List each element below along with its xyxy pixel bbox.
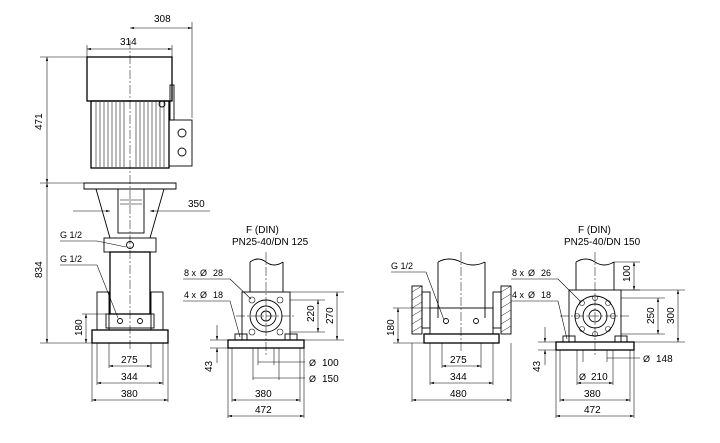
dn150-dim-250: 250: [646, 307, 657, 324]
side-dim-275: 275: [450, 355, 467, 366]
flange-view-dn125: F (DIN) PN25-40/DN 125 8 x Ø 28 4 x Ø 18…: [183, 225, 344, 418]
dn150-dim-148: 148: [656, 354, 673, 365]
side-dim-344: 344: [450, 372, 467, 383]
dn125-diameter-symbol-2: Ø: [200, 290, 207, 300]
side-label-g: G 1/2: [391, 261, 413, 271]
dn125-title-line2: PN25-40/DN 125: [232, 237, 309, 248]
motor-top-cover: [86, 56, 173, 102]
dn125-dim-472: 472: [255, 405, 272, 416]
dn150-dim-100: 100: [622, 265, 633, 282]
dn125-dim-100: 100: [322, 358, 339, 369]
motor-fins: [95, 102, 165, 167]
side-dim-180: 180: [386, 319, 397, 336]
dn125-pipe: [249, 262, 284, 292]
motor-flange: [83, 182, 177, 190]
dim-834: 834: [34, 261, 45, 278]
coupling-guard: [117, 188, 145, 234]
dn125-bolts-dia: 18: [213, 290, 223, 300]
label-g-top: G 1/2: [60, 230, 82, 240]
dn125-dim-220: 220: [306, 305, 317, 322]
dn150-holes-count: 8 x: [512, 268, 525, 278]
dn125-holes-dia: 28: [213, 268, 223, 278]
terminal-box: [168, 119, 193, 167]
dim-314: 314: [120, 37, 137, 48]
dn125-diameter-symbol-4: Ø: [309, 374, 316, 384]
inlet-flange: [96, 291, 110, 331]
dn125-dim-43: 43: [204, 360, 215, 372]
dn125-holes-count: 8 x: [184, 268, 197, 278]
dn125-dim-150: 150: [322, 374, 339, 385]
side-base: [423, 333, 500, 344]
dim-308: 308: [154, 14, 171, 25]
side-view: G 1/2 180 275 344 480: [386, 252, 512, 402]
dn125-diameter-symbol-1: Ø: [200, 268, 207, 278]
dn150-bolts-dia: 18: [541, 290, 551, 300]
dn125-base: [227, 339, 305, 349]
dn150-dim-43: 43: [532, 360, 543, 372]
dim-275-front: 275: [121, 355, 138, 366]
dn150-title-line2: PN25-40/DN 150: [564, 237, 641, 248]
dim-380-front: 380: [121, 389, 138, 400]
label-g-bottom: G 1/2: [60, 254, 82, 264]
dim-180-front: 180: [74, 319, 85, 336]
dn150-diameter-symbol-4: Ø: [579, 372, 586, 382]
dn150-bolts-count: 4 x: [512, 290, 525, 300]
dn125-diameter-symbol-3: Ø: [309, 358, 316, 368]
dn125-bolts-count: 4 x: [184, 290, 197, 300]
dn125-title-line1: F (DIN): [246, 225, 279, 236]
dn150-title-line1: F (DIN): [578, 225, 611, 236]
dn150-dim-300: 300: [666, 307, 677, 324]
dim-344-front: 344: [121, 372, 138, 383]
side-pipe: [437, 262, 486, 318]
dn150-dim-210: 210: [591, 372, 608, 383]
dn150-holes-dia: 26: [541, 268, 551, 278]
dim-350: 350: [188, 199, 205, 210]
dn150-diameter-symbol-1: Ø: [528, 268, 535, 278]
dn150-dim-472: 472: [584, 405, 601, 416]
dn125-dim-380: 380: [255, 389, 272, 400]
dn150-dim-380: 380: [584, 389, 601, 400]
dn150-diameter-symbol-3: Ø: [643, 354, 650, 364]
dn125-dim-270: 270: [325, 307, 336, 324]
dn150-pipe: [575, 262, 615, 290]
dn150-diameter-symbol-2: Ø: [528, 290, 535, 300]
dn150-base: [555, 341, 635, 351]
outlet-flange: [150, 291, 164, 331]
front-view: 308 314 471 834 180 350 G 1/2 G 1/2 275 …: [34, 14, 210, 402]
dim-471: 471: [34, 113, 45, 130]
side-dim-480: 480: [450, 389, 467, 400]
flange-view-dn150: F (DIN) PN25-40/DN 150 8 x Ø 26 4 x Ø 18…: [511, 225, 685, 418]
